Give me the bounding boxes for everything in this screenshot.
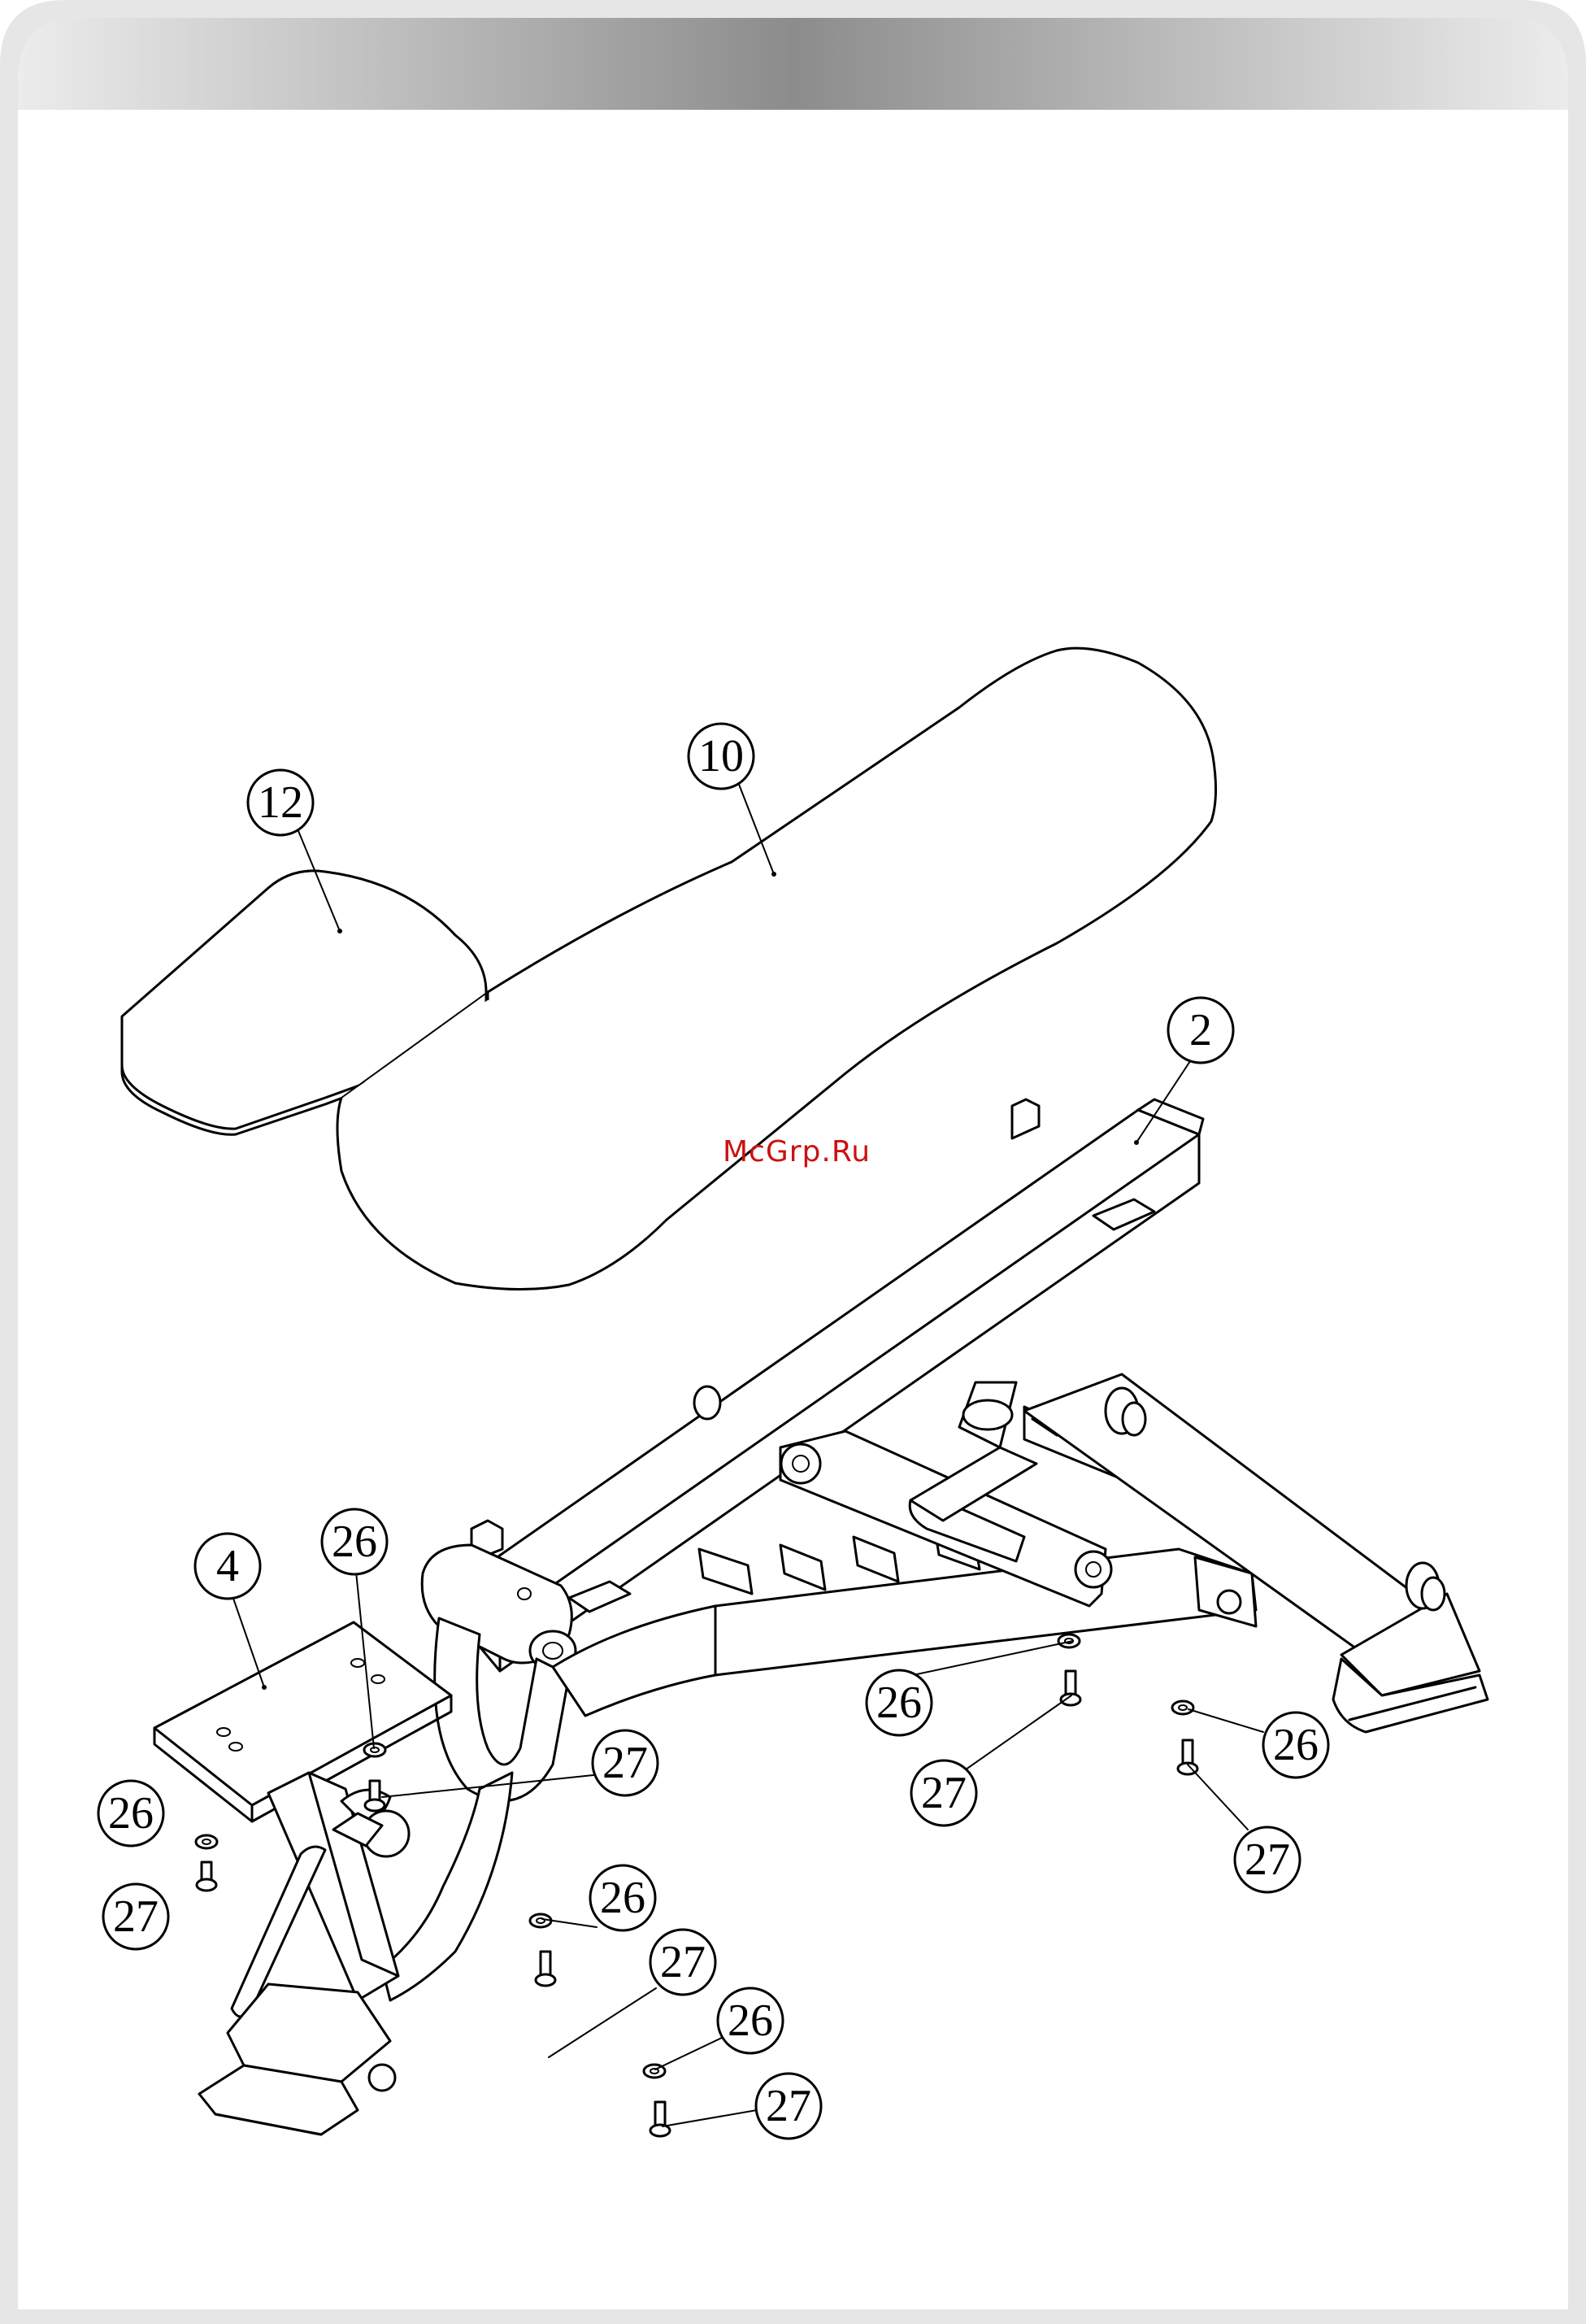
washer-part-26 <box>1058 1634 1080 1647</box>
callout-27-label: 27 <box>660 1937 706 1987</box>
callout-12: 12 <box>248 770 313 835</box>
header-bar <box>18 18 1568 110</box>
callout-26: 26 <box>322 1509 387 1574</box>
callout-26-label: 26 <box>108 1788 154 1839</box>
callout-27-label: 27 <box>766 2081 811 2131</box>
washer-part-26 <box>196 1835 217 1848</box>
callout-26-label: 26 <box>600 1873 645 1923</box>
callout-26-label: 26 <box>876 1678 922 1728</box>
callout-27: 27 <box>650 1930 715 1995</box>
callout-26: 26 <box>1263 1713 1328 1778</box>
callout-27: 27 <box>911 1760 976 1826</box>
callout-26: 26 <box>98 1781 163 1846</box>
callout-26-label: 26 <box>728 1995 773 2046</box>
callout-26: 26 <box>718 1988 783 2053</box>
callout-27: 27 <box>103 1884 168 1949</box>
callout-26: 26 <box>867 1670 932 1735</box>
callout-27-label: 27 <box>921 1768 967 1818</box>
callout-27: 27 <box>593 1730 658 1795</box>
callout-27-label: 27 <box>1245 1834 1290 1885</box>
callout-26-label: 26 <box>332 1517 377 1567</box>
callout-26: 26 <box>590 1865 655 1930</box>
callout-4: 4 <box>195 1534 260 1599</box>
callout-2-label: 2 <box>1189 1005 1212 1055</box>
callout-12-label: 12 <box>258 777 303 828</box>
callout-27: 27 <box>756 2074 821 2139</box>
callout-27: 27 <box>1235 1827 1300 1892</box>
washer-part-26 <box>1172 1701 1193 1714</box>
callout-27-label: 27 <box>113 1891 159 1942</box>
callout-27-label: 27 <box>602 1738 648 1788</box>
callout-10: 10 <box>689 724 754 789</box>
callout-10-label: 10 <box>698 731 744 781</box>
callout-26-label: 26 <box>1273 1720 1319 1770</box>
washer-part-26 <box>364 1743 385 1756</box>
callout-4-label: 4 <box>216 1541 239 1591</box>
callout-2: 2 <box>1168 998 1233 1063</box>
watermark-text: McGrp.Ru <box>723 1135 871 1169</box>
